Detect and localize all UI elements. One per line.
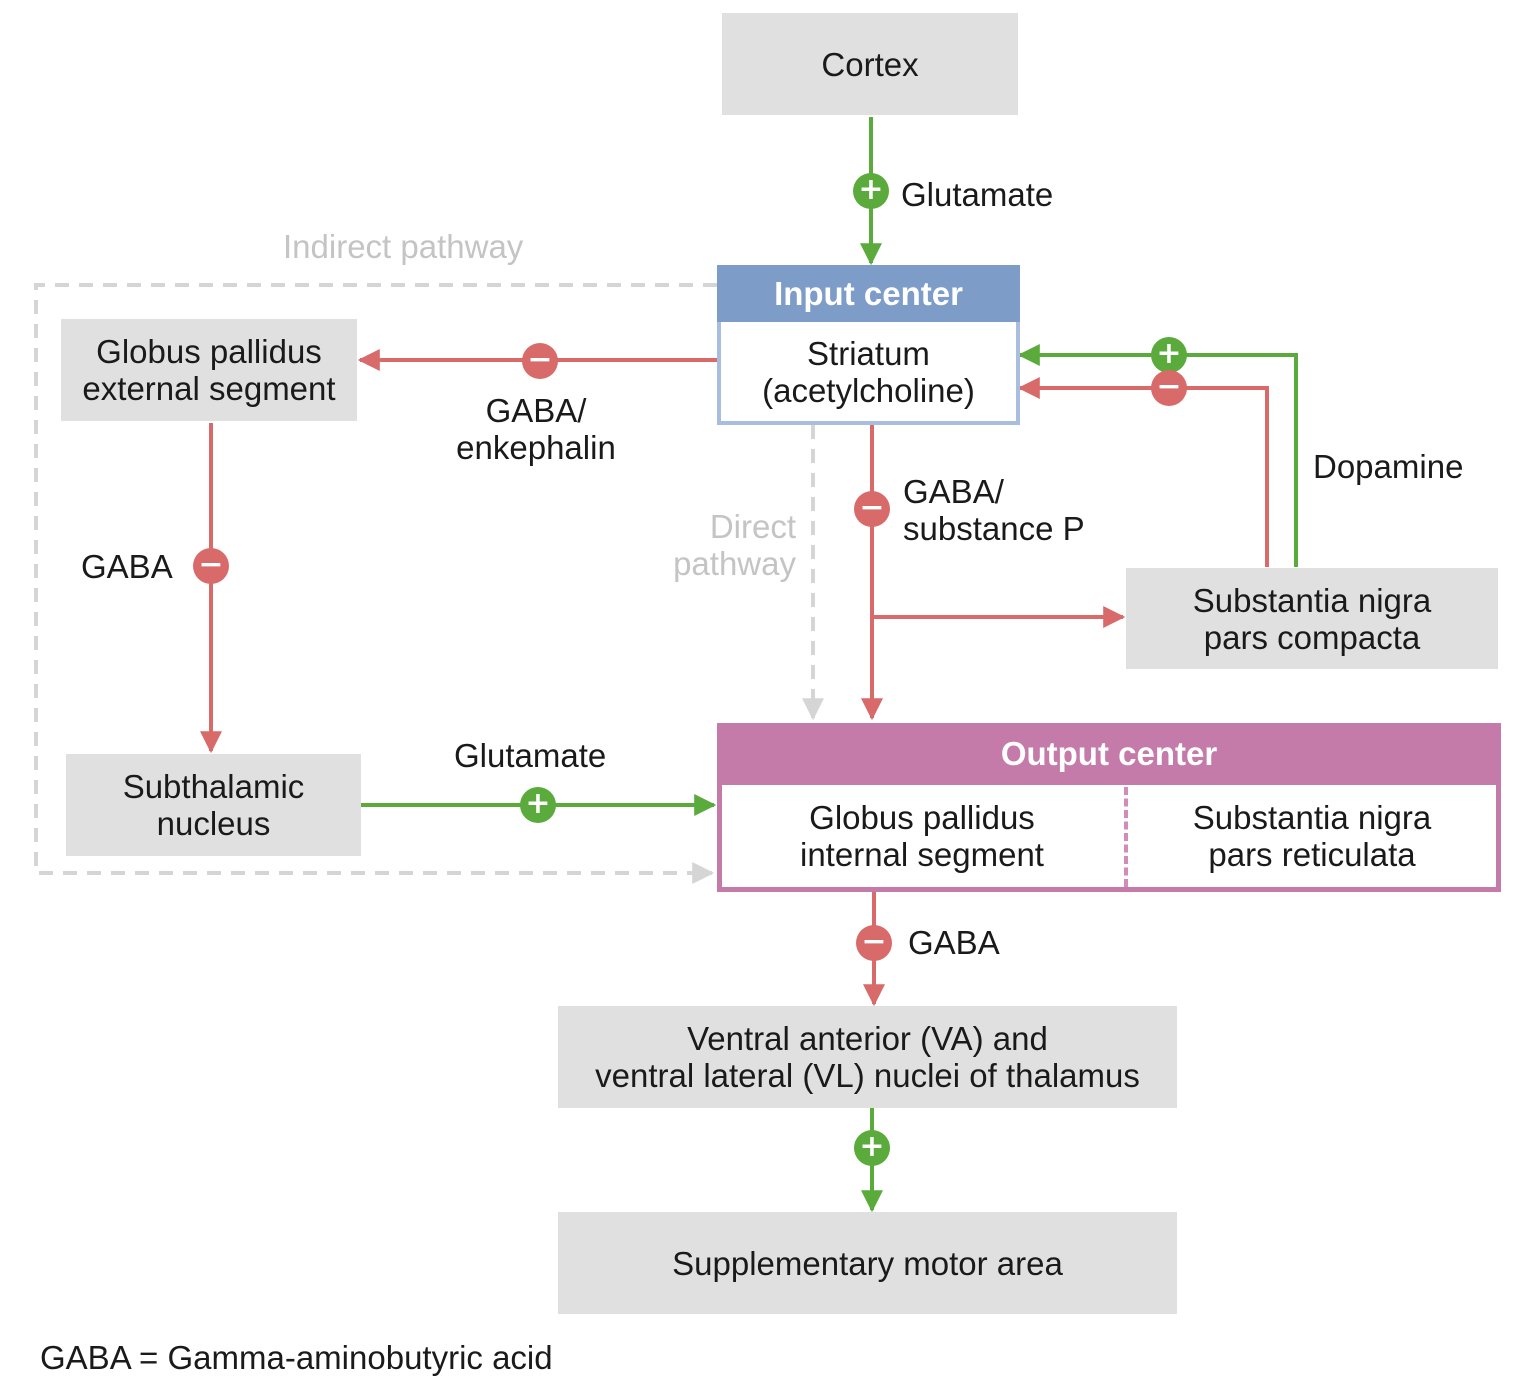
glutamate-top-label: Glutamate	[901, 176, 1054, 213]
plus-icon: +	[853, 173, 889, 209]
minus-icon: −	[854, 491, 890, 527]
subthalamic-nucleus-box: Subthalamic nucleus	[66, 754, 361, 856]
substantia-nigra-compacta-box: Substantia nigra pars compacta	[1126, 568, 1498, 669]
plus-icon: +	[1151, 337, 1187, 373]
supplementary-motor-area-box: Supplementary motor area	[558, 1212, 1177, 1314]
plus-icon: +	[854, 1130, 890, 1166]
minus-icon: −	[522, 343, 558, 379]
globus-pallidus-external-box: Globus pallidus external segment	[61, 319, 357, 421]
dopamine-inhibitory-arrow	[1017, 377, 1269, 567]
output-center-header: Output center	[717, 723, 1501, 785]
gaba-left-label: GABA	[81, 548, 173, 585]
cortex-box: Cortex	[722, 13, 1018, 115]
footnote: GABA = Gamma-aminobutyric acid	[40, 1339, 553, 1376]
input-center-header: Input center	[717, 265, 1020, 322]
plus-icon: +	[520, 787, 556, 823]
output-center-divider	[1124, 787, 1128, 887]
globus-pallidus-internal-label: Globus pallidus internal segment	[800, 799, 1044, 873]
gaba-bottom-label: GABA	[908, 924, 1000, 961]
substantia-nigra-reticulata-label: Substantia nigra pars reticulata	[1192, 799, 1432, 873]
glutamate-mid-label: Glutamate	[454, 737, 607, 774]
minus-icon: −	[1151, 370, 1187, 406]
gaba-substance-p-label: GABA/ substance P	[903, 473, 1085, 547]
dopamine-label: Dopamine	[1313, 448, 1464, 485]
direct-pathway-label: Direct pathway	[673, 508, 796, 582]
striatum-label: Striatum (acetylcholine)	[762, 334, 975, 409]
thalamus-box: Ventral anterior (VA) and ventral latera…	[558, 1006, 1177, 1108]
dopamine-excitatory-arrow	[1017, 344, 1298, 567]
minus-icon: −	[193, 548, 229, 584]
indirect-pathway-label: Indirect pathway	[283, 228, 524, 265]
indirect-pathway-frame	[34, 283, 717, 884]
minus-icon: −	[856, 925, 892, 961]
gaba-enkephalin-label: GABA/ enkephalin	[456, 392, 616, 466]
